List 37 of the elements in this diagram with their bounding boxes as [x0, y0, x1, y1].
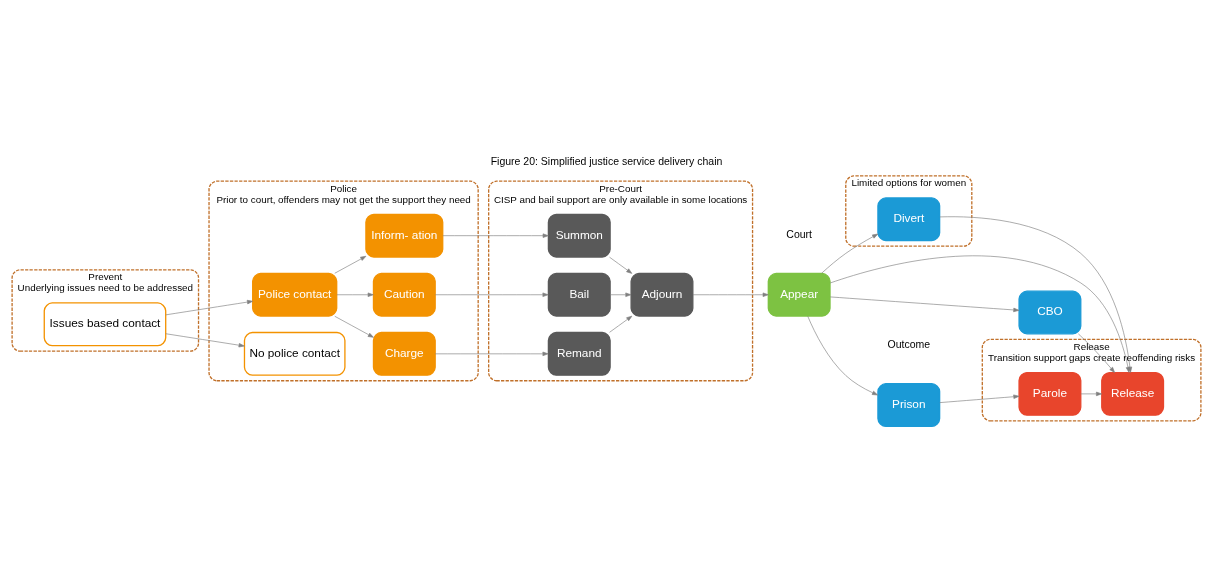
node-box: Release: [1101, 371, 1165, 416]
arrow: [336, 292, 374, 297]
arrow: [609, 315, 633, 333]
arrow: [821, 233, 879, 274]
node-box: No police contact: [243, 331, 346, 376]
node-box: Inform- ation: [365, 213, 444, 258]
node-box: CBO: [1018, 290, 1082, 334]
node-box: Police contact: [252, 272, 338, 317]
node-box: Issues based contact: [43, 301, 167, 346]
arrow: [434, 351, 549, 356]
node-box: Parole: [1018, 371, 1082, 416]
node-box: Prison: [877, 382, 941, 427]
arrow: [692, 292, 769, 297]
arrow: [442, 233, 549, 238]
arrow: [1078, 333, 1115, 373]
node-box: Remand: [547, 331, 611, 376]
arrow: [334, 315, 374, 338]
arrow: [829, 296, 1020, 312]
arrow: [939, 394, 1020, 403]
node-box: Divert: [877, 196, 941, 241]
arrow: [1080, 391, 1102, 396]
node-box: Summon: [547, 213, 611, 258]
arrow: [334, 255, 367, 274]
diagram-title: Figure 20: Simplified justice service delivery chain: [490, 154, 723, 167]
node-box: Appear: [767, 272, 831, 317]
node-box: Charge: [372, 331, 436, 376]
arrow: [807, 315, 878, 395]
arrow: [165, 332, 245, 347]
arrow: [165, 299, 253, 315]
node-box: Caution: [372, 272, 436, 317]
label: Outcome: [887, 337, 931, 350]
node-box: Adjourn: [630, 272, 694, 317]
arrow: [609, 292, 632, 297]
node-box: Bail: [547, 272, 611, 317]
arrow: [609, 256, 633, 274]
label: Court: [786, 227, 813, 240]
arrow: [434, 292, 549, 297]
